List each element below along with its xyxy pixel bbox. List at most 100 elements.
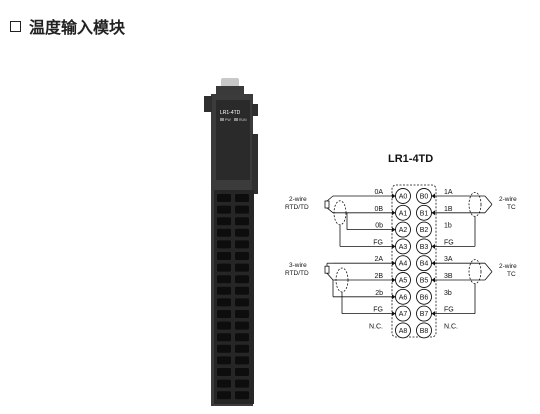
sensor-right-top-line2: TC — [507, 204, 516, 211]
terminal-label: B5 — [420, 278, 429, 285]
terminal-slot — [235, 240, 249, 249]
terminal-slot — [217, 275, 231, 284]
terminal-b2 — [416, 221, 432, 238]
diagram-title: LR1-4TD — [388, 153, 434, 165]
terminal-slot — [217, 310, 231, 318]
wire-sensor-lt — [326, 195, 334, 202]
terminal-b8 — [416, 322, 432, 339]
terminal-label: B8 — [420, 328, 429, 335]
left-signal-label: 2B — [374, 273, 383, 280]
sensor-right-bottom-line1: 2-wire — [499, 263, 517, 270]
arrow-icon — [392, 243, 396, 249]
wire-tc-top — [484, 262, 493, 272]
terminal-b6 — [416, 288, 432, 305]
terminal-slot — [235, 252, 249, 260]
right-signal-label: 1B — [444, 206, 453, 213]
rtd-resistor-icon — [324, 200, 330, 209]
front-panel — [216, 100, 250, 180]
wiring-diagram: A00AA10BA20bA3FGA42AA52BA62bA7FGA8N.C.B0… — [285, 184, 517, 339]
shield-right-top — [468, 192, 482, 217]
terminal-label: B6 — [420, 294, 429, 301]
terminal-slot — [235, 368, 249, 376]
right-signal-label: 3A — [444, 256, 453, 263]
arrow-icon — [431, 210, 435, 216]
left-signal-label: 0b — [375, 223, 383, 230]
left-signal-label: FG — [373, 307, 383, 314]
arrow-icon — [431, 260, 435, 266]
left-signal-label: N.C. — [369, 323, 383, 330]
terminal-slot — [217, 379, 231, 388]
terminal-slot — [235, 286, 249, 295]
right-signal-label: 3b — [444, 290, 452, 297]
terminal-label: B3 — [420, 244, 429, 251]
terminal-slot — [217, 333, 231, 342]
terminal-label: A5 — [399, 278, 408, 285]
terminal-label: B0 — [420, 194, 429, 201]
wire-sensor-bb — [326, 272, 334, 281]
terminal-slot — [235, 205, 249, 214]
left-signal-label: 2A — [374, 256, 383, 263]
section-heading: 温度输入模块 — [10, 14, 125, 38]
led-pw-label: PW — [225, 118, 231, 122]
terminal-a8 — [395, 322, 411, 339]
terminal-slot — [235, 321, 249, 330]
terminal-slot — [217, 228, 231, 237]
terminal-slot — [217, 205, 231, 214]
arrow-icon — [392, 311, 396, 317]
led-run — [234, 118, 238, 121]
terminal-slot — [217, 240, 231, 249]
terminal-slot — [235, 275, 249, 284]
terminal-slot — [217, 252, 231, 260]
terminal-label: B2 — [420, 227, 429, 234]
side-tab-right — [252, 104, 258, 116]
terminal-label: A1 — [399, 210, 408, 217]
terminal-slot — [235, 310, 249, 318]
module-label: LR1-4TD — [220, 110, 241, 116]
terminal-slot — [217, 263, 231, 272]
terminal-label: A6 — [399, 294, 408, 301]
terminal-slot — [217, 194, 231, 202]
arrow-icon — [392, 277, 396, 283]
terminal-slot — [235, 333, 249, 342]
terminal-slot — [217, 321, 231, 330]
terminal-slot — [235, 217, 249, 226]
terminal-slot — [235, 391, 249, 400]
left-signal-label: FG — [373, 239, 383, 246]
terminal-slot — [235, 263, 249, 272]
terminal-slot — [235, 356, 249, 365]
sensor-left-bottom-line2: RTD/TD — [285, 270, 309, 277]
terminal-slot — [217, 368, 231, 376]
terminal-slot — [217, 298, 231, 307]
terminal-label: B7 — [420, 311, 429, 318]
module-image: LR1-4TD PW RUN — [204, 78, 258, 406]
sensor-left-top-line2: RTD/TD — [285, 204, 309, 211]
wire-tc-bot — [484, 204, 493, 214]
led-pw — [220, 118, 224, 121]
terminal-slot — [235, 344, 249, 353]
side-rail-right — [252, 134, 258, 194]
sensor-left-top-line1: 2-wire — [289, 196, 307, 203]
sensor-left-bottom-line1: 3-wire — [289, 262, 307, 269]
terminal-label: B1 — [420, 210, 429, 217]
left-signal-label: 0A — [374, 189, 383, 196]
sensor-right-bottom-line2: TC — [507, 271, 516, 278]
rtd-resistor-icon — [324, 265, 330, 274]
right-signal-label: FG — [444, 239, 454, 246]
wire-group — [324, 192, 493, 317]
terminal-slot — [235, 228, 249, 237]
checkbox-square-icon — [10, 20, 21, 32]
terminal-label: A0 — [399, 194, 408, 201]
terminal-slot — [217, 391, 231, 400]
arrow-icon — [431, 277, 435, 283]
terminal-label: A8 — [399, 328, 408, 335]
arrow-icon — [392, 294, 396, 300]
arrow-icon — [431, 311, 435, 317]
arrow-icon — [392, 210, 396, 216]
right-signal-label: 1b — [444, 223, 452, 230]
arrow-icon — [431, 243, 435, 249]
terminal-label: A3 — [399, 244, 408, 251]
right-signal-label: N.C. — [444, 323, 458, 330]
wire-tc-top — [484, 195, 493, 205]
left-signal-label: 2b — [375, 290, 383, 297]
